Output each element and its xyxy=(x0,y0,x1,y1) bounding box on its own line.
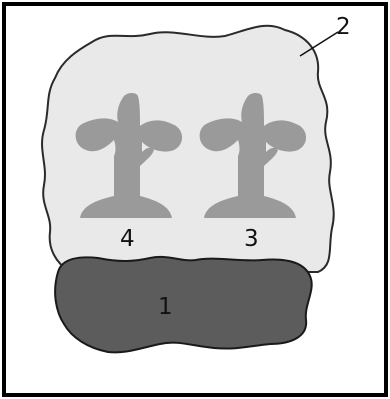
dark-region-1 xyxy=(55,257,312,353)
label-1: 1 xyxy=(158,294,173,320)
label-4: 4 xyxy=(120,226,135,252)
label-2: 2 xyxy=(336,14,351,40)
label-3: 3 xyxy=(244,226,259,252)
